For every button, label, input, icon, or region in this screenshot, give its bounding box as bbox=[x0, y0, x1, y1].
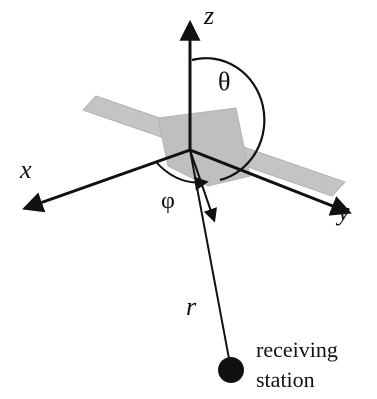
gray-shadow-shape bbox=[82, 95, 346, 197]
x-label: x bbox=[19, 155, 32, 184]
phi-arc bbox=[155, 161, 209, 191]
phi-label: φ bbox=[161, 188, 175, 214]
r-label: r bbox=[186, 292, 197, 321]
y-label: y bbox=[335, 197, 350, 226]
theta-arc bbox=[191, 57, 266, 182]
y-axis bbox=[189, 148, 352, 216]
receiving-station-dot bbox=[218, 357, 244, 383]
z-label: z bbox=[203, 1, 214, 30]
receiving-station-label-line2: station bbox=[256, 367, 315, 392]
theta-label: θ bbox=[218, 67, 230, 96]
x-axis bbox=[22, 148, 191, 213]
receiving-station-label-line1: receiving bbox=[256, 337, 338, 362]
